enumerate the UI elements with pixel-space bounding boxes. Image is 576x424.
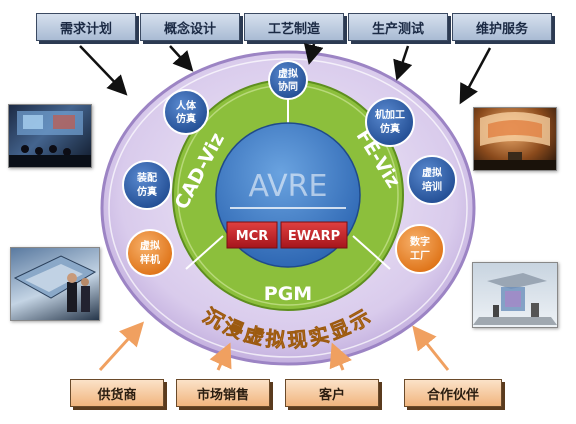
- svg-text:培训: 培训: [422, 180, 442, 193]
- node-human-simulation: 人体 仿真: [163, 89, 209, 135]
- node-virtual-collaboration: 虚拟 协同: [268, 60, 308, 100]
- photo-digital-factory: [472, 262, 558, 328]
- svg-text:人体: 人体: [176, 99, 197, 112]
- arrow-maintenance: [459, 47, 492, 105]
- arrow-suppliers: [98, 321, 145, 372]
- bottom-label-marketing-sales: 市场销售: [176, 379, 270, 407]
- svg-text:仿真: 仿真: [176, 112, 196, 125]
- svg-text:机加工: 机加工: [375, 108, 405, 121]
- photo-virtual-prototype: [10, 247, 100, 321]
- top-label-process-manufacturing: 工艺制造: [244, 13, 344, 41]
- bottom-label-customers: 客户: [285, 379, 379, 407]
- photo-vr-theater: [8, 104, 92, 168]
- svg-text:协同: 协同: [278, 80, 298, 93]
- node-virtual-prototype: 虚拟 样机: [126, 229, 174, 277]
- svg-text:装配: 装配: [136, 171, 157, 184]
- svg-text:仿真: 仿真: [380, 122, 400, 135]
- virtual-prototype-image: [13, 255, 97, 312]
- svg-text:工厂: 工厂: [410, 250, 430, 262]
- node-virtual-training: 虚拟 培训: [407, 155, 457, 205]
- arrow-partners: [412, 325, 450, 371]
- arrow-testing: [393, 45, 413, 81]
- svg-text:虚拟: 虚拟: [278, 67, 298, 80]
- svg-text:虚拟: 虚拟: [140, 239, 160, 252]
- arrow-customers: [329, 342, 352, 371]
- arrow-concept: [169, 45, 194, 72]
- svg-text:样机: 样机: [140, 253, 160, 266]
- avre-title: AVRE: [249, 169, 328, 204]
- mcr-module: [226, 221, 278, 249]
- arrow-manufacturing: [303, 43, 324, 65]
- top-label-requirements-planning: 需求计划: [36, 13, 136, 41]
- photo-curved-display: [473, 107, 557, 171]
- ewarp-label: EWARP: [288, 229, 340, 244]
- bottom-label-suppliers: 供货商: [70, 379, 164, 407]
- node-assembly-simulation: 装配 仿真: [122, 160, 172, 210]
- pgm-label: PGM: [264, 283, 312, 305]
- digital-factory-image: [473, 273, 557, 325]
- curved-display-image: [474, 112, 556, 170]
- vr-theater-image: [9, 111, 91, 167]
- bottom-label-partners: 合作伙伴: [404, 379, 502, 407]
- top-label-production-testing: 生产测试: [348, 13, 448, 41]
- top-label-maintenance-service: 维护服务: [452, 13, 552, 41]
- arrow-marketing: [209, 342, 232, 371]
- arrow-requirements: [79, 45, 128, 96]
- mcr-label: MCR: [236, 229, 269, 244]
- svg-text:虚拟: 虚拟: [422, 166, 442, 179]
- node-machining-simulation: 机加工 仿真: [365, 97, 415, 147]
- node-digital-factory: 数字 工厂: [395, 224, 445, 274]
- svg-text:数字: 数字: [410, 235, 430, 248]
- top-label-concept-design: 概念设计: [140, 13, 240, 41]
- ewarp-module: [280, 221, 348, 249]
- svg-text:仿真: 仿真: [137, 185, 157, 198]
